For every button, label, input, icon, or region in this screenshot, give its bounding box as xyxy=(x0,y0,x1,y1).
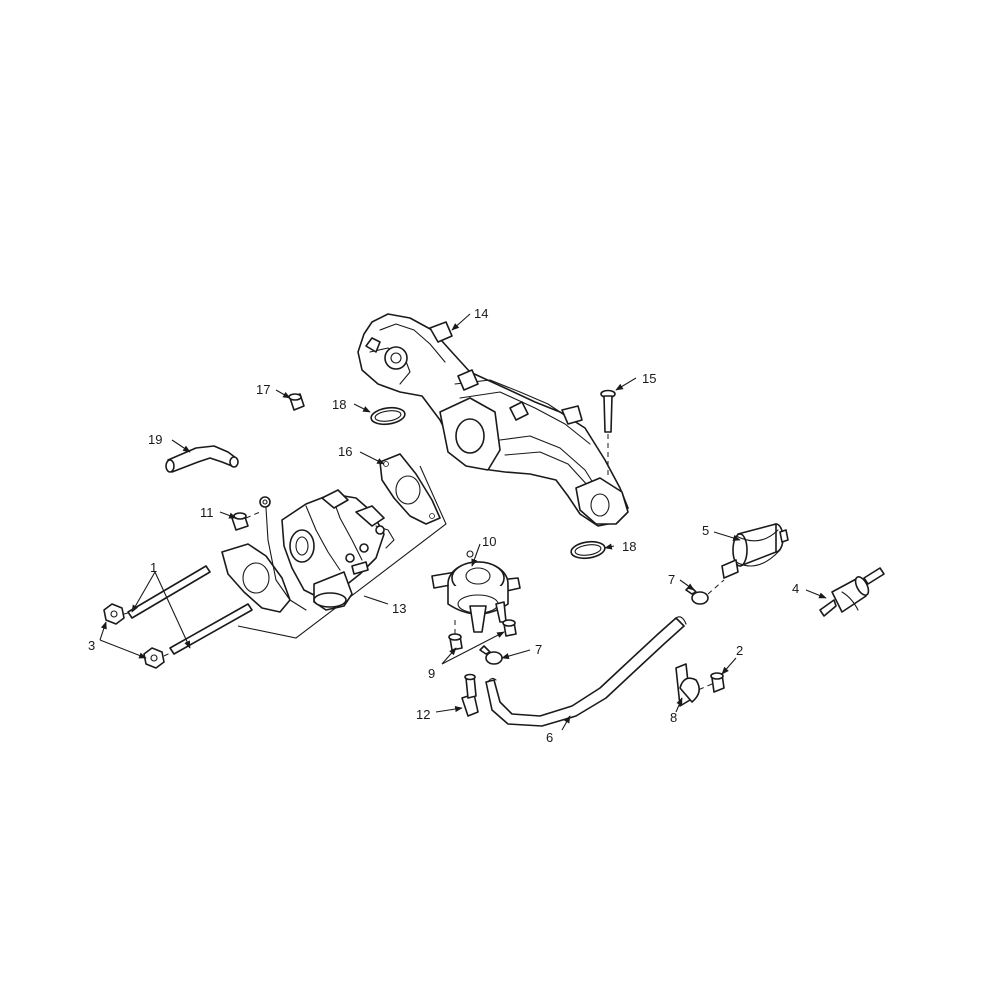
callout-labels: 14 15 17 18 19 16 11 18 10 5 1 7 4 13 3 … xyxy=(88,306,799,745)
carburetor-assembly-part xyxy=(221,465,447,639)
bushing-part xyxy=(288,393,305,411)
fuel-fitting-part xyxy=(461,673,479,717)
callout-13: 13 xyxy=(392,601,406,616)
manifold-bolt-part xyxy=(600,389,616,478)
callout-5: 5 xyxy=(702,523,709,538)
callout-18-lower: 18 xyxy=(622,539,636,554)
fuel-line-part xyxy=(485,616,687,727)
callout-8: 8 xyxy=(670,710,677,725)
callout-14: 14 xyxy=(474,306,488,321)
o-ring-upper-part xyxy=(370,406,406,426)
breather-hose-part xyxy=(165,445,239,473)
fuel-filter-large-part xyxy=(721,523,789,579)
hose-clamp-upper-part xyxy=(685,579,725,605)
callout-4: 4 xyxy=(792,581,799,596)
callout-17: 17 xyxy=(256,382,270,397)
callout-1: 1 xyxy=(150,560,157,575)
flange-nut-lower-part xyxy=(143,647,173,669)
o-ring-lower-part xyxy=(570,540,606,560)
intake-manifold-part xyxy=(357,313,629,527)
callout-10: 10 xyxy=(482,534,496,549)
flange-nut-upper-part xyxy=(103,603,133,625)
callout-2: 2 xyxy=(736,643,743,658)
callout-19: 19 xyxy=(148,432,162,447)
leader-lines xyxy=(99,313,827,731)
callout-9: 9 xyxy=(428,666,435,681)
callout-11: 11 xyxy=(200,505,214,520)
fuel-pump-screw-left-part xyxy=(448,620,463,651)
callout-7-lower: 7 xyxy=(535,642,542,657)
callout-7-upper: 7 xyxy=(668,572,675,587)
callout-3: 3 xyxy=(88,638,95,653)
carburetor-screw-part xyxy=(231,511,261,531)
callout-6: 6 xyxy=(546,730,553,745)
callout-16: 16 xyxy=(338,444,352,459)
callout-18-upper: 18 xyxy=(332,397,346,412)
fuel-line-clip-part xyxy=(675,663,700,707)
mounting-stud-upper-part xyxy=(127,565,211,619)
fuel-pump-part xyxy=(431,550,521,633)
carburetor-gasket-part xyxy=(379,453,441,525)
clip-screw-part xyxy=(697,672,725,693)
callout-15: 15 xyxy=(642,371,656,386)
mounting-stud-lower-part xyxy=(169,603,253,655)
fuel-filter-inline-part xyxy=(819,567,885,617)
hose-clamp-lower-part xyxy=(479,645,503,665)
callout-12: 12 xyxy=(416,707,430,722)
fuel-pump-screw-right-part xyxy=(502,619,517,637)
